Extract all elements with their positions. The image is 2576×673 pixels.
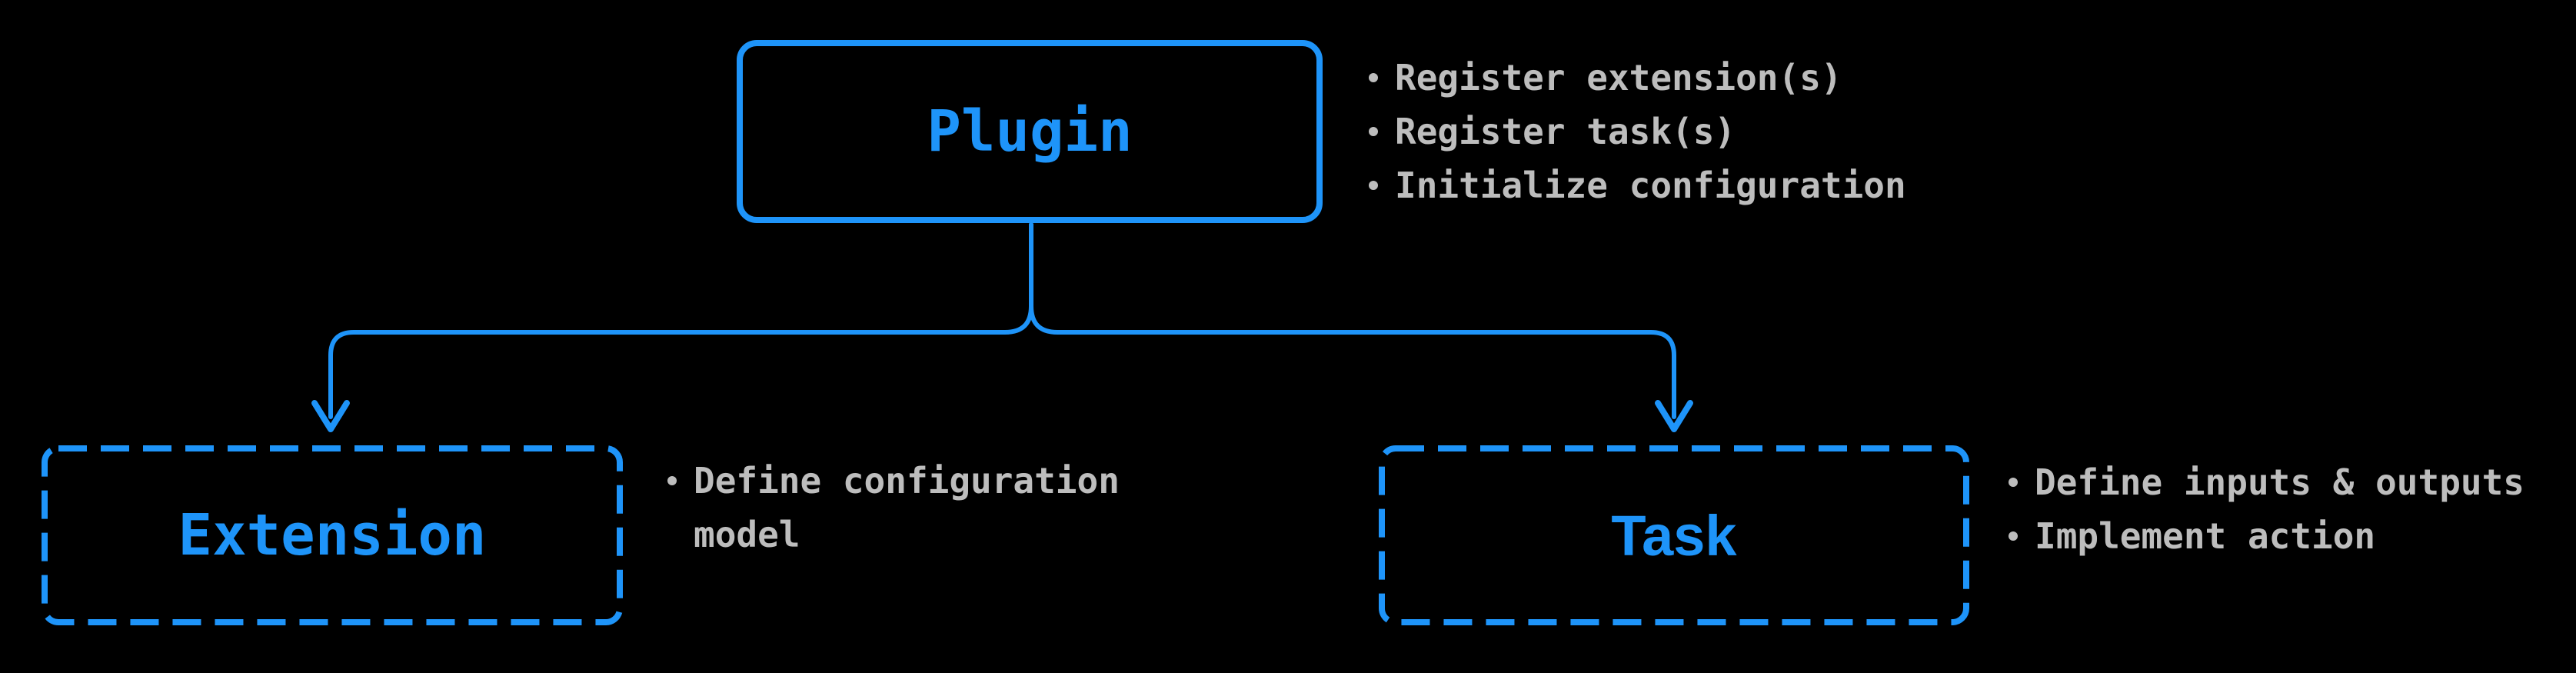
- extension-node-label: Extension: [178, 502, 487, 568]
- bullet-icon: [1369, 181, 1378, 190]
- list-item: Register task(s): [1369, 105, 1906, 158]
- list-item: Implement action: [2009, 509, 2524, 563]
- bullet-icon: [667, 476, 677, 485]
- extension-node-outline: [42, 445, 623, 625]
- list-item: Define inputs & outputs: [2009, 455, 2524, 509]
- bullet-icon: [1369, 73, 1378, 82]
- note-text: Define inputs & outputs: [2035, 461, 2524, 503]
- connector-plugin-to-extension: [328, 222, 1033, 419]
- list-item: Register extension(s): [1369, 51, 1906, 105]
- note-text: Define configuration model: [694, 460, 1120, 555]
- list-item: Initialize configuration: [1369, 158, 1906, 212]
- plugin-node-label: Plugin: [927, 98, 1133, 165]
- task-node-outline: [1379, 445, 1969, 625]
- list-item: Define configuration model: [667, 454, 1163, 561]
- note-text: Register extension(s): [1395, 57, 1842, 98]
- arrow-down-task-icon: [1655, 400, 1693, 432]
- note-text: Implement action: [2035, 515, 2376, 557]
- task-notes-list: Define inputs & outputs Implement action: [2009, 455, 2524, 563]
- note-text: Initialize configuration: [1395, 165, 1906, 206]
- connector-plugin-to-task: [1029, 222, 1676, 419]
- arrow-down-extension-icon: [311, 400, 350, 432]
- task-node-label: Task: [1611, 503, 1737, 568]
- bullet-icon: [2009, 478, 2018, 487]
- plugin-node-outline: [737, 40, 1323, 223]
- bullet-icon: [1369, 127, 1378, 136]
- extension-notes-list: Define configuration model: [667, 454, 1163, 561]
- bullet-icon: [2009, 531, 2018, 541]
- note-text: Register task(s): [1395, 111, 1736, 152]
- plugin-notes-list: Register extension(s) Register task(s) I…: [1369, 51, 1906, 212]
